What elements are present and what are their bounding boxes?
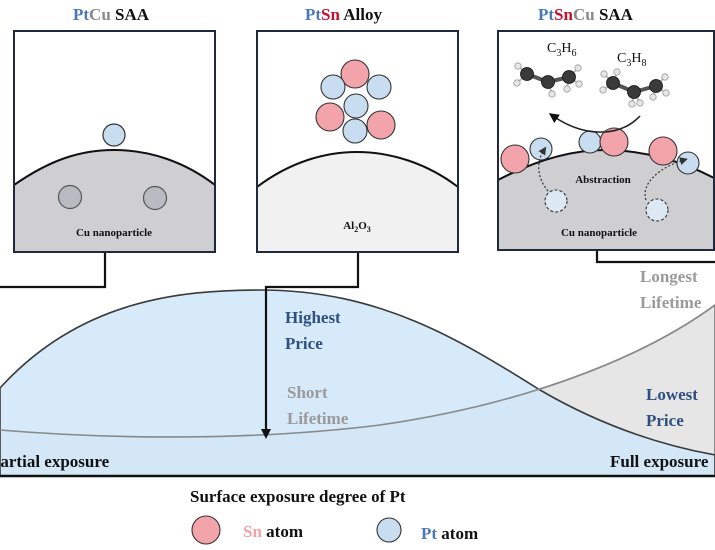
propene-formula: C3H6 (547, 41, 576, 59)
sn-atom-cluster-right (366, 110, 396, 140)
ptcu-saa-panel: Cu nanoparticle (13, 30, 216, 253)
sn-atom-cluster-left (315, 102, 345, 132)
legend-sn-swatch (191, 515, 221, 545)
al2o3-support-surface (257, 150, 458, 252)
pt-atom-cluster-3 (343, 93, 369, 119)
cu-nanoparticle-label-left: Cu nanoparticle (76, 227, 152, 239)
pt-surface-atom-3 (676, 151, 700, 175)
pt-surface-atom-2 (578, 130, 602, 154)
migration-arrow-left (538, 146, 549, 192)
legend-pt-swatch (376, 517, 402, 543)
highest-price-label-1: Highest (285, 308, 341, 327)
cu-nanoparticle-surface (14, 148, 215, 252)
reaction-arrow (548, 113, 641, 133)
pt-atom-cluster-1 (320, 74, 346, 100)
highest-price-label-2: Price (285, 334, 323, 353)
embedded-cu-atom-right (142, 185, 168, 211)
ptsncu-saa-panel: C3H6 C3H8 Abstraction Cu nanoparticle (497, 30, 715, 251)
propane-molecule (599, 68, 670, 108)
right-connector (595, 250, 715, 264)
abstraction-label: Abstraction (575, 174, 631, 186)
full-exposure-label: Full exposure (610, 452, 709, 471)
propene-molecule (513, 62, 583, 98)
right-panel-title: PtSnCu SAA (538, 5, 634, 24)
migration-arrow-right (644, 157, 688, 201)
pt-atom-cluster-4 (342, 118, 368, 144)
legend-sn-label: Sn atom (243, 522, 303, 541)
ptsn-alloy-panel: Al2O3 (256, 30, 459, 253)
pt-atom-cluster-2 (366, 74, 392, 100)
al2o3-label: Al2O3 (343, 220, 371, 234)
embedded-cu-atom-left (57, 184, 83, 210)
short-lifetime-label-2: Lifetime (287, 409, 349, 428)
sn-atom-cluster-top (340, 59, 370, 89)
longest-lifetime-label-2: Lifetime (640, 293, 702, 312)
left-connector (0, 252, 107, 289)
lifetime-curve-line (0, 304, 715, 438)
propane-formula: C3H8 (617, 51, 646, 69)
short-lifetime-label-1: Short (287, 383, 328, 402)
exposure-plot: Highest Price Short Lifetime Lowest Pric… (0, 267, 715, 506)
price-curve (0, 289, 715, 477)
cu-nanoparticle-label-right: Cu nanoparticle (561, 227, 637, 239)
sn-surface-atom-1 (500, 144, 530, 174)
pt-subsurface-atom-2 (645, 198, 669, 222)
middle-panel-title: PtSn Alloy (305, 5, 383, 24)
x-axis-title: Surface exposure degree of Pt (190, 487, 406, 506)
sn-surface-atom-2 (599, 127, 629, 157)
legend: Sn atom Pt atom (191, 515, 478, 545)
partial-exposure-label: Partial exposure (0, 452, 110, 471)
longest-lifetime-label-1: Longest (640, 267, 698, 286)
legend-pt-label: Pt atom (421, 524, 478, 543)
lowest-price-label-1: Lowest (646, 385, 698, 404)
middle-connector (261, 252, 360, 439)
left-panel-title: PtCu SAA (73, 5, 150, 24)
pt-single-atom (102, 123, 126, 147)
lowest-price-label-2: Price (646, 411, 684, 430)
sn-surface-atom-3 (648, 136, 678, 166)
pt-subsurface-atom-1 (544, 189, 568, 213)
